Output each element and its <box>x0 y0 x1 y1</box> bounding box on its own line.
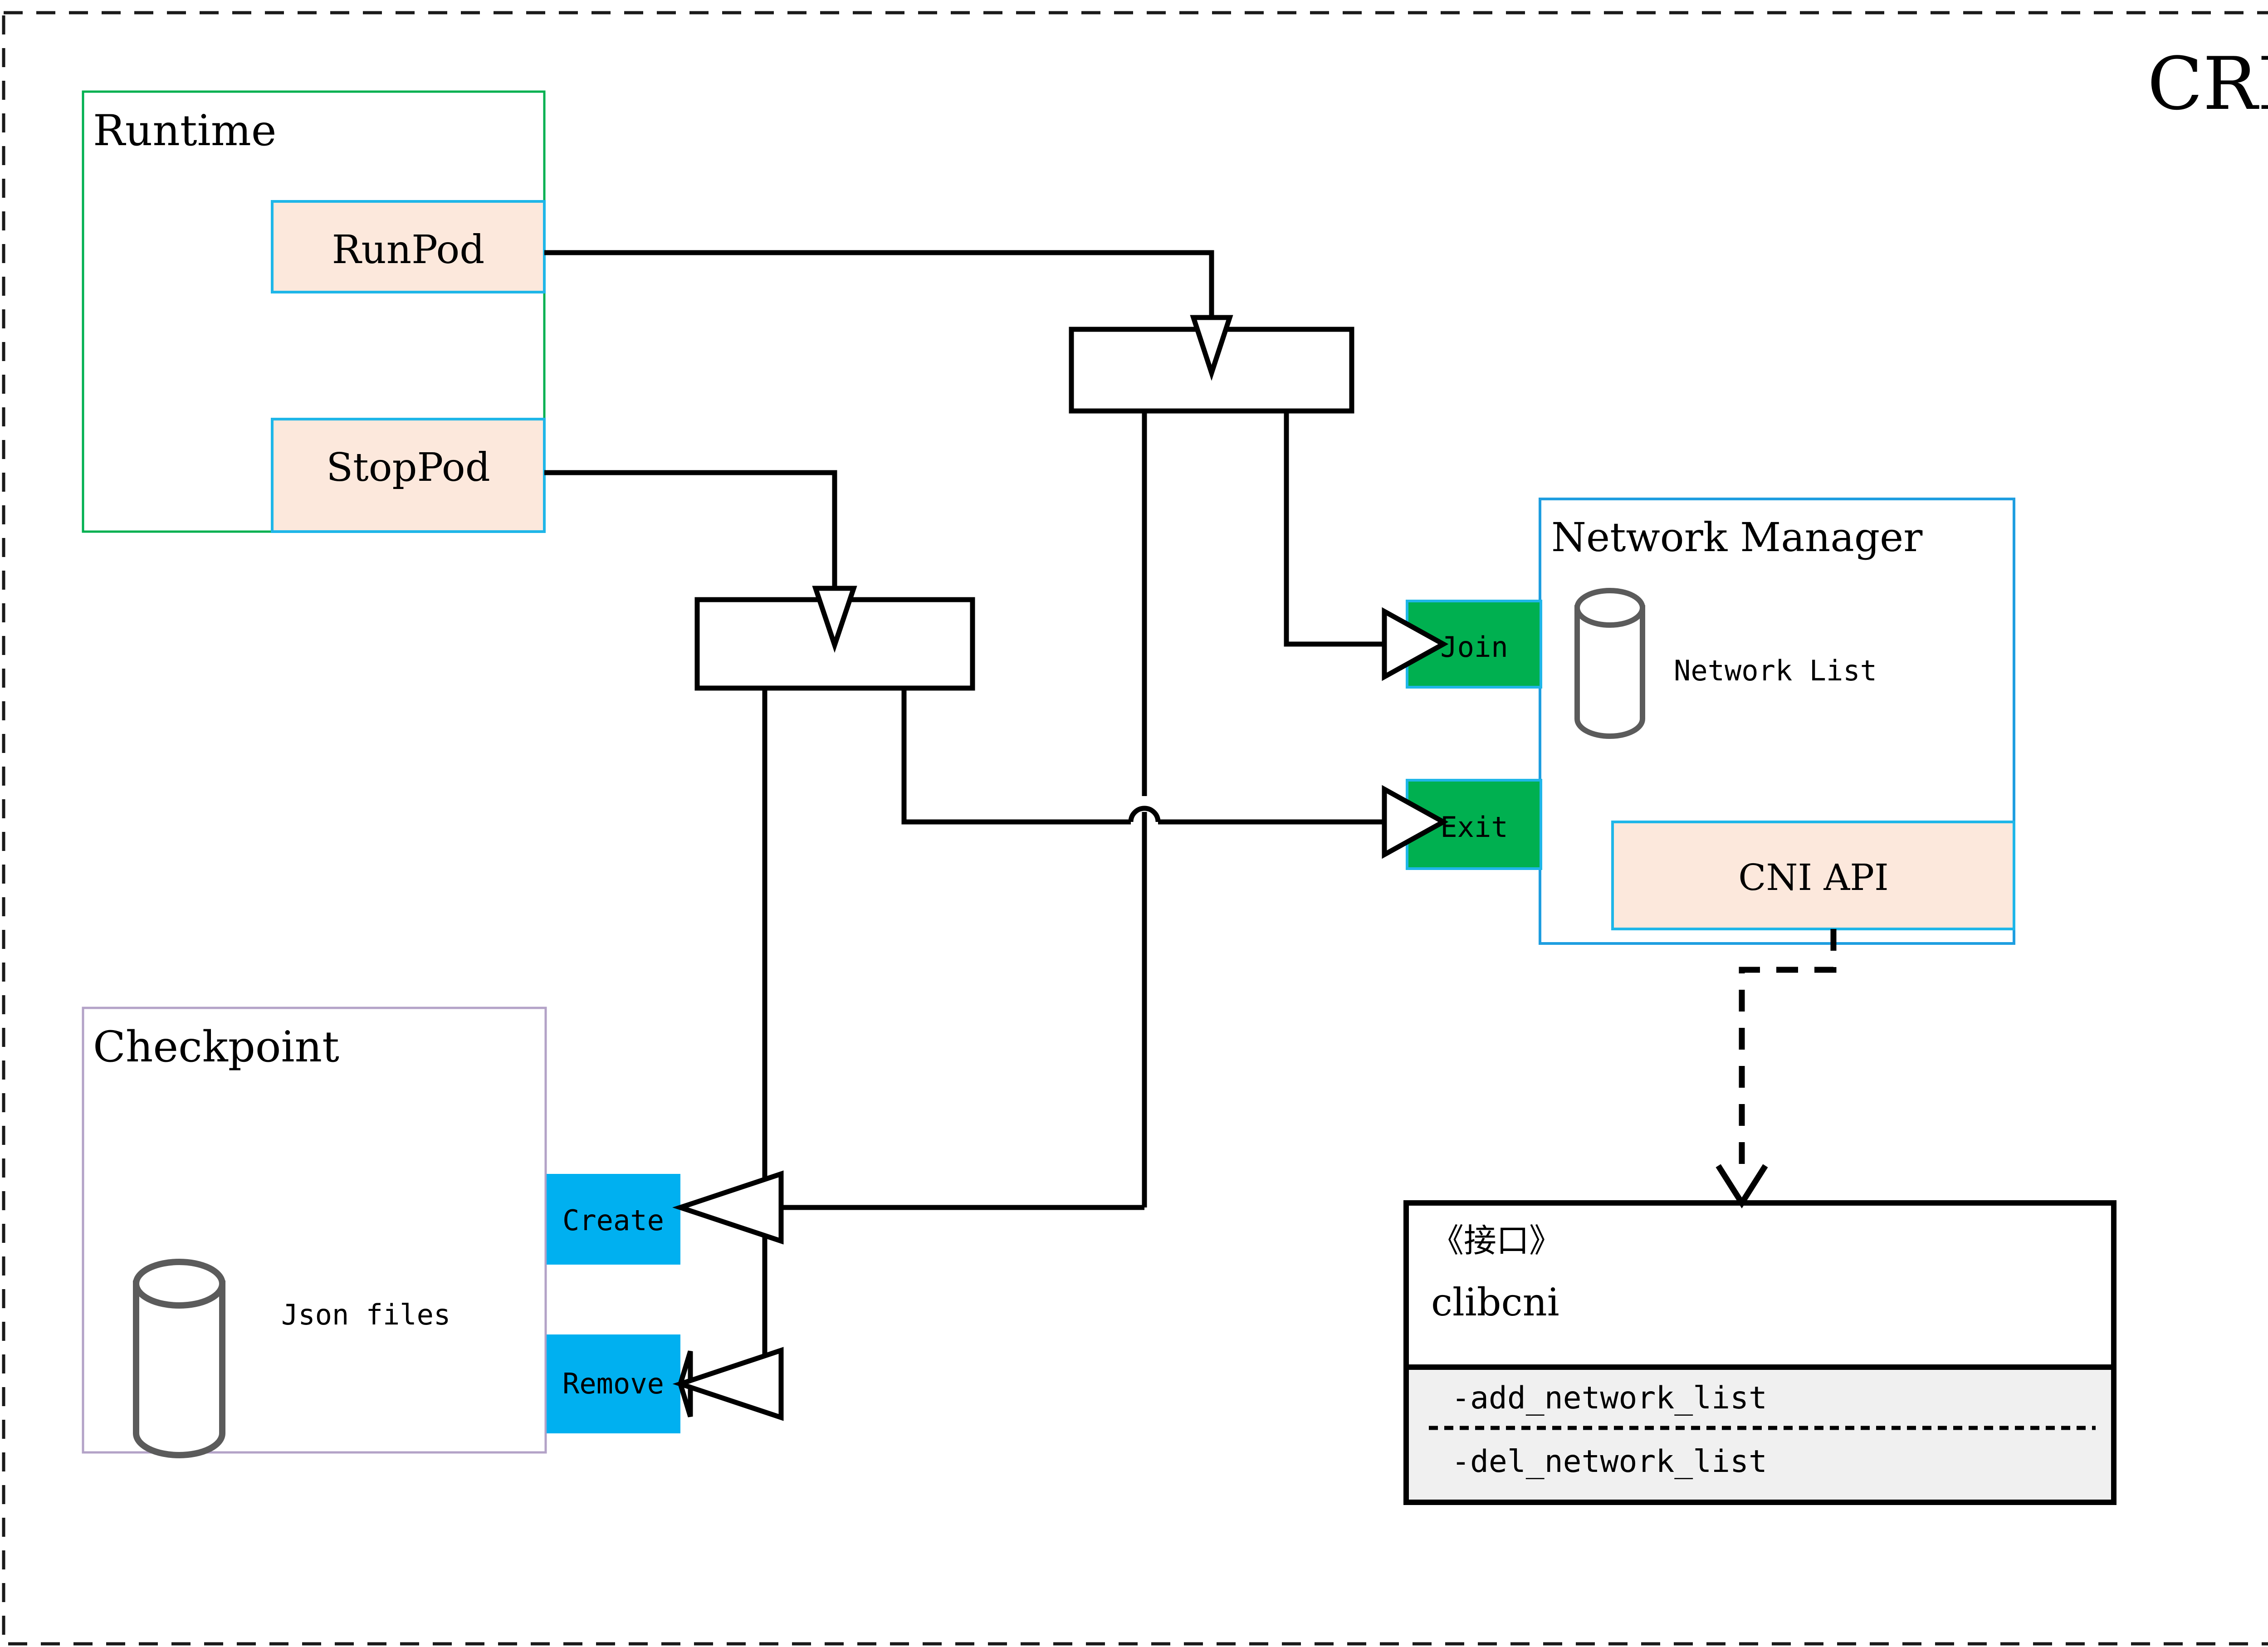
group-network-manager-label: Network Manager <box>1551 514 1923 561</box>
arrowhead-into-join <box>1382 607 1449 681</box>
arrowhead-create-left <box>672 1170 784 1245</box>
clibcni-member-0: -add_network_list <box>1452 1380 1767 1416</box>
create-label: Create <box>562 1204 664 1237</box>
runpod-label: RunPod <box>332 227 485 273</box>
clibcni-stereotype: 《接口》 <box>1431 1222 1562 1260</box>
line-hop-exit-crossing <box>1128 806 1161 822</box>
remove-label: Remove <box>562 1367 664 1400</box>
cni-api-box[interactable] <box>1611 821 2015 930</box>
runpod-box[interactable] <box>271 200 546 293</box>
join-box[interactable] <box>1406 600 1542 689</box>
arrowhead-into-exit <box>1382 785 1449 859</box>
arrowhead-into-junction-stop <box>812 586 857 653</box>
stoppod-label: StopPod <box>326 445 490 490</box>
clibcni-members-compartment <box>1409 1367 2111 1500</box>
json-files-database-icon <box>133 1259 225 1458</box>
connector-stoppod-to-junction <box>544 470 837 588</box>
group-checkpoint <box>82 1007 547 1454</box>
join-label: Join <box>1440 630 1508 664</box>
json-files-label: Json files <box>281 1298 450 1331</box>
clibcni-member-1: -del_network_list <box>1452 1444 1767 1480</box>
network-list-database-icon <box>1574 588 1645 739</box>
exit-label: Exit <box>1440 811 1508 844</box>
group-runtime-label: Runtime <box>93 106 276 156</box>
stoppod-box[interactable] <box>271 418 546 533</box>
page-title: CRI <box>2147 41 2268 126</box>
connector-runpod-to-junction <box>544 250 1214 318</box>
create-box[interactable] <box>547 1174 680 1265</box>
group-checkpoint-label: Checkpoint <box>93 1022 339 1072</box>
clibcni-name: clibcni <box>1431 1280 1559 1324</box>
outer-dashed-frame <box>2 11 2268 1646</box>
cni-api-label: CNI API <box>1738 856 1888 899</box>
dependency-cni-api-to-clibcni <box>1739 929 1837 1170</box>
arrowhead-remove-left <box>672 1347 784 1421</box>
group-network-manager <box>1539 498 2015 945</box>
network-list-label: Network List <box>1674 654 1877 687</box>
arrowhead-into-junction-run <box>1190 315 1233 381</box>
remove-box[interactable] <box>547 1334 680 1433</box>
connector-junction-stop-to-exit <box>901 688 1384 825</box>
connector-junction-run-to-join <box>1284 411 1384 647</box>
arrowhead-dependency-open <box>1716 1164 1768 1209</box>
